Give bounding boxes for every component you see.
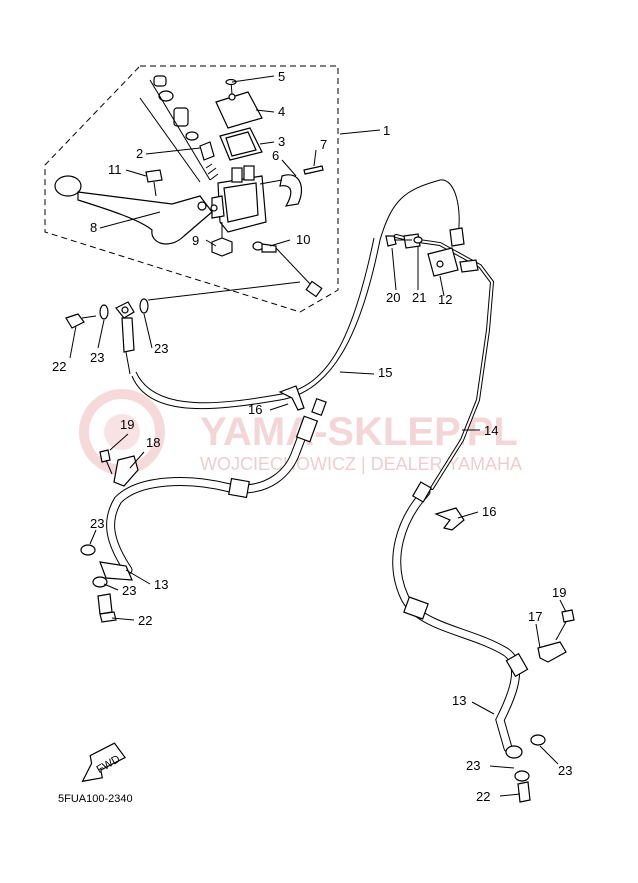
callout-20: 20 <box>386 290 400 305</box>
callout-13-left: 13 <box>154 577 168 592</box>
callout-4: 4 <box>278 104 285 119</box>
callout-19-right: 19 <box>552 585 566 600</box>
callout-19-left: 19 <box>120 417 134 432</box>
reservoir-cap-screw <box>228 93 236 101</box>
callout-23-right-left: 23 <box>466 758 480 773</box>
callout-3: 3 <box>278 134 285 149</box>
callout-12: 12 <box>438 292 452 307</box>
assembly-outline <box>44 65 339 313</box>
callout-15: 15 <box>378 365 392 380</box>
fwd-arrow: FWD <box>81 742 126 783</box>
hose-clamp-left <box>113 455 139 487</box>
right-caliper-fittings <box>505 734 546 803</box>
left-caliper-fittings <box>80 544 117 623</box>
callout-1: 1 <box>383 123 390 138</box>
callout-9: 9 <box>192 233 199 248</box>
callout-23-top-left: 23 <box>90 350 104 365</box>
holder-bolt <box>303 165 324 175</box>
pivot-nut <box>211 237 233 257</box>
hose-clip-lower <box>434 507 465 531</box>
callout-2: 2 <box>136 146 143 161</box>
diagram-code: 5FUA100-2340 <box>58 793 133 805</box>
callout-22-left: 22 <box>138 613 152 628</box>
three-way-joint <box>427 247 459 277</box>
watermark-subtitle: WOJCIECHOWICZ | DEALER YAMAHA <box>200 454 522 474</box>
callout-23-left-upper: 23 <box>90 516 104 531</box>
callout-11: 11 <box>108 162 122 177</box>
holder-bracket <box>279 174 303 207</box>
brake-switch <box>252 241 323 298</box>
callout-13-right: 13 <box>452 693 466 708</box>
callout-16-lower: 16 <box>482 504 496 519</box>
callout-10: 10 <box>296 232 310 247</box>
callout-7: 7 <box>320 137 327 152</box>
callout-22-right: 22 <box>476 789 490 804</box>
joint-washer <box>413 236 423 244</box>
pivot-bolt <box>145 169 163 183</box>
callout-6: 6 <box>272 148 279 163</box>
callout-23-left-lower: 23 <box>122 583 136 598</box>
brake-lever <box>54 175 213 245</box>
callout-5: 5 <box>278 69 285 84</box>
reservoir-cap <box>215 91 263 129</box>
callout-21: 21 <box>412 290 426 305</box>
callout-14: 14 <box>484 423 498 438</box>
hose-clip-upper <box>278 385 305 411</box>
leader-lines <box>69 75 567 797</box>
callout-16-upper: 16 <box>248 402 262 417</box>
master-cylinder <box>210 165 267 233</box>
piston-kit <box>139 75 219 183</box>
clamp-bolt-right <box>561 609 575 623</box>
joint-bolt <box>385 235 397 247</box>
callout-17: 17 <box>528 609 542 624</box>
callout-23-right-right: 23 <box>558 763 572 778</box>
callout-18: 18 <box>146 435 160 450</box>
cap-screw-head <box>225 78 237 86</box>
union-bolt-upper <box>65 298 149 375</box>
callout-22-top: 22 <box>52 359 66 374</box>
callout-23-top-right: 23 <box>154 341 168 356</box>
clamp-bolt-left <box>99 449 111 463</box>
callout-8: 8 <box>90 220 97 235</box>
brake-hose-15 <box>131 179 460 410</box>
assembly-leader-23 <box>147 281 301 301</box>
callout-labels: 1 5 4 3 6 7 2 11 8 9 10 20 21 12 22 23 2… <box>52 69 572 804</box>
diaphragm <box>225 131 257 157</box>
watermark-logo-core <box>104 414 140 450</box>
brake-hose-13-right <box>392 487 520 753</box>
hose-clamp-right <box>537 641 567 663</box>
